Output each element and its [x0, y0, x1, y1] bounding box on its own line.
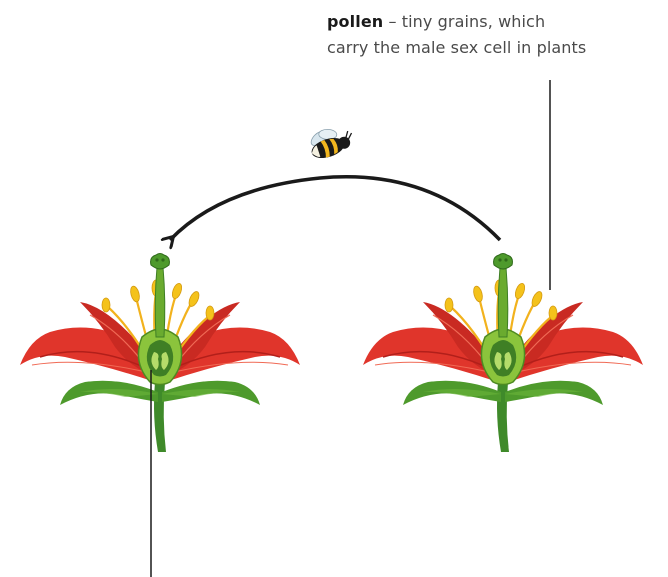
- transfer-arrow: [170, 177, 500, 240]
- right-flower: [363, 254, 643, 453]
- left-flower: [20, 254, 300, 453]
- bee-icon: [305, 120, 356, 162]
